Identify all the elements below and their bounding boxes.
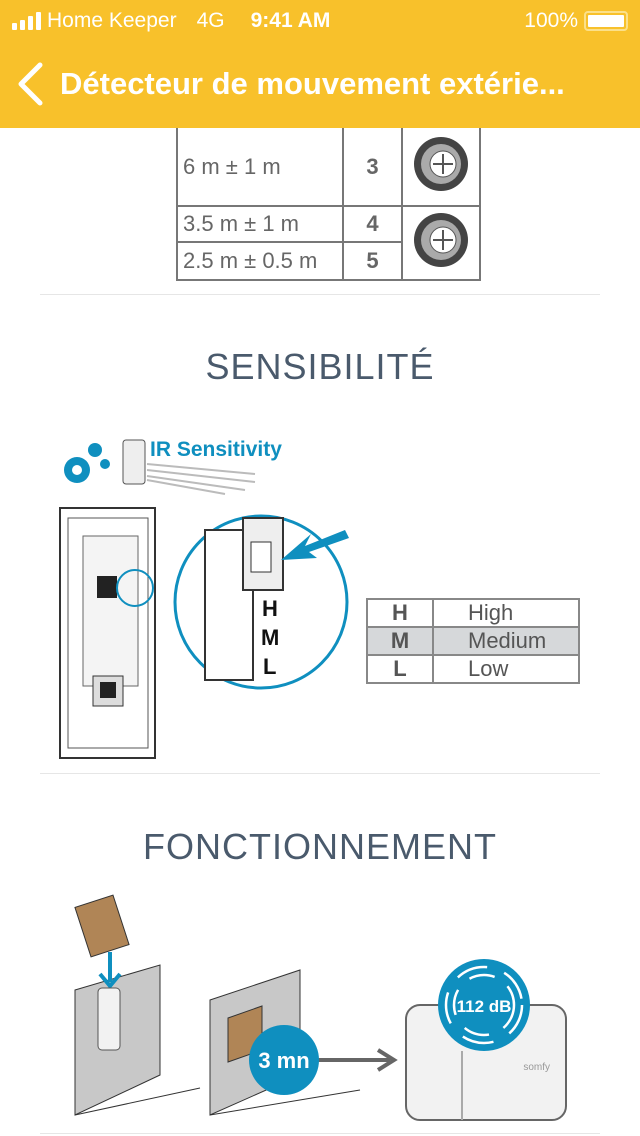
- table-row: 2.5 m ± 0.5 m 5: [176, 241, 480, 281]
- sensitivity-illustration: IR Sensitivity H M L: [59, 438, 349, 759]
- clock: 9:41 AM: [250, 9, 331, 32]
- position-cell: 5: [342, 241, 403, 281]
- level-code: H: [366, 598, 434, 628]
- pot-cell: [401, 205, 481, 281]
- status-bar: Home Keeper 4G 9:41 AM 100%: [12, 8, 628, 34]
- potentiometer-icon: [414, 136, 468, 191]
- chevron-left-icon: [18, 62, 43, 106]
- sound-wave-icon: [438, 959, 530, 1051]
- operation-illustration: 3 mn: [74, 894, 398, 1116]
- carrier: Home Keeper: [47, 9, 177, 32]
- distance-cell: 6 m ± 1 m: [176, 128, 344, 207]
- position-cell: 3: [342, 128, 403, 207]
- divider: [40, 773, 600, 774]
- distance-cell: 2.5 m ± 0.5 m: [176, 241, 344, 281]
- siren-illustration: somfy 112 dB: [405, 959, 567, 1121]
- level-label: Low: [432, 654, 580, 684]
- network: 4G: [196, 9, 225, 32]
- delay-label: 3 mn: [258, 1048, 309, 1073]
- level-code: M: [366, 626, 434, 656]
- app-header: Home Keeper 4G 9:41 AM 100% Détecteur de…: [0, 0, 640, 128]
- divider: [40, 1133, 600, 1134]
- gear-icon: [64, 443, 110, 483]
- divider: [40, 294, 600, 295]
- table-row: 3.5 m ± 1 m 4: [176, 205, 481, 281]
- timer-badge: [249, 1025, 319, 1095]
- pot-cell: [401, 128, 481, 207]
- level-label: Medium: [432, 626, 580, 656]
- ir-sensitivity-label: IR Sensitivity: [150, 438, 282, 461]
- letter-h: H: [262, 596, 278, 621]
- level-code: L: [366, 654, 434, 684]
- section-title-sensibilite: SENSIBILITÉ: [205, 346, 435, 387]
- battery-percent: 100%: [524, 9, 578, 32]
- table-row: 6 m ± 1 m 3: [176, 128, 481, 207]
- back-button[interactable]: [0, 60, 60, 108]
- letter-m: M: [261, 625, 279, 650]
- potentiometer-icon: [414, 213, 468, 267]
- brand-label: somfy: [523, 1062, 550, 1073]
- position-cell: 4: [342, 205, 403, 243]
- battery-icon: [584, 11, 628, 31]
- distance-cell: 3.5 m ± 1 m: [176, 205, 344, 243]
- level-label: High: [432, 598, 580, 628]
- volume-label: 112 dB: [457, 997, 512, 1016]
- section-title-fonctionnement: FONCTIONNEMENT: [143, 826, 497, 867]
- page-title: Détecteur de mouvement extérie...: [60, 66, 565, 101]
- range-table: 6 m ± 1 m 3 3.5 m ± 1 m 4 2.5 m ± 0.5 m …: [176, 128, 481, 281]
- letter-l: L: [263, 654, 276, 679]
- signal-icon: [12, 12, 41, 30]
- box-icon: [74, 894, 130, 958]
